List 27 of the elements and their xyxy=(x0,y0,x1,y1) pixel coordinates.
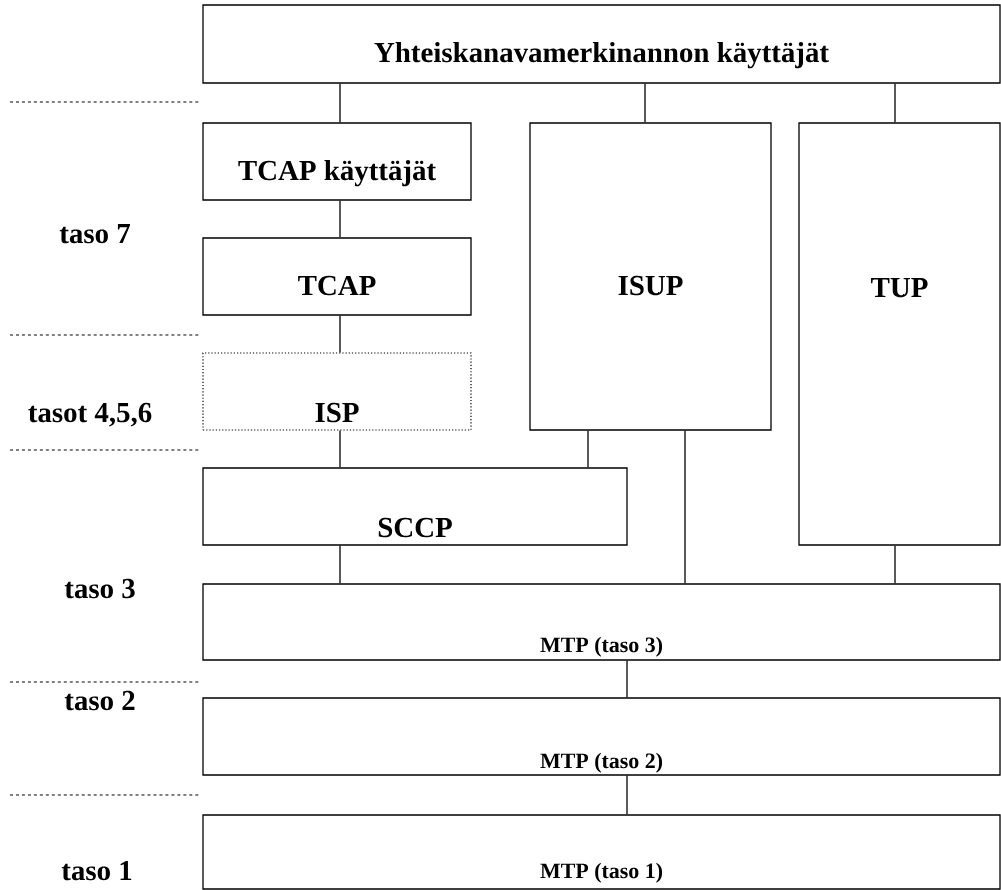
connector-line xyxy=(894,83,896,123)
layer-box: ISP xyxy=(202,352,472,431)
layer-box: MTP (taso 2) xyxy=(202,697,1001,776)
layer-label: tasot 4,5,6 xyxy=(28,402,152,427)
layer-label: taso 1 xyxy=(61,860,132,881)
connector-line xyxy=(626,660,628,698)
layer-label: taso 2 xyxy=(64,690,135,711)
layer-box: MTP (taso 1) xyxy=(202,814,1001,890)
layer-box: TCAP xyxy=(202,237,472,316)
connector-line xyxy=(339,545,341,584)
connector-line xyxy=(339,200,341,238)
connector-line xyxy=(644,83,646,123)
layer-box: TCAP käyttäjät xyxy=(202,122,472,201)
connector-line xyxy=(684,430,686,584)
connector-line xyxy=(339,429,341,468)
connector-line xyxy=(339,83,341,123)
connector-line xyxy=(894,545,896,584)
connector-line xyxy=(339,315,341,354)
layer-box: Yhteiskanavamerkinannon käyttäjät xyxy=(202,4,1001,84)
layer-box: ISUP xyxy=(529,122,772,431)
connector-line xyxy=(626,775,628,815)
layer-label: taso 3 xyxy=(64,578,135,599)
layer-box: MTP (taso 3) xyxy=(202,583,1001,661)
layer-label: taso 7 xyxy=(59,224,130,244)
layer-box: SCCP xyxy=(202,467,628,546)
layer-box: TUP xyxy=(798,122,1001,546)
connector-line xyxy=(587,430,589,468)
